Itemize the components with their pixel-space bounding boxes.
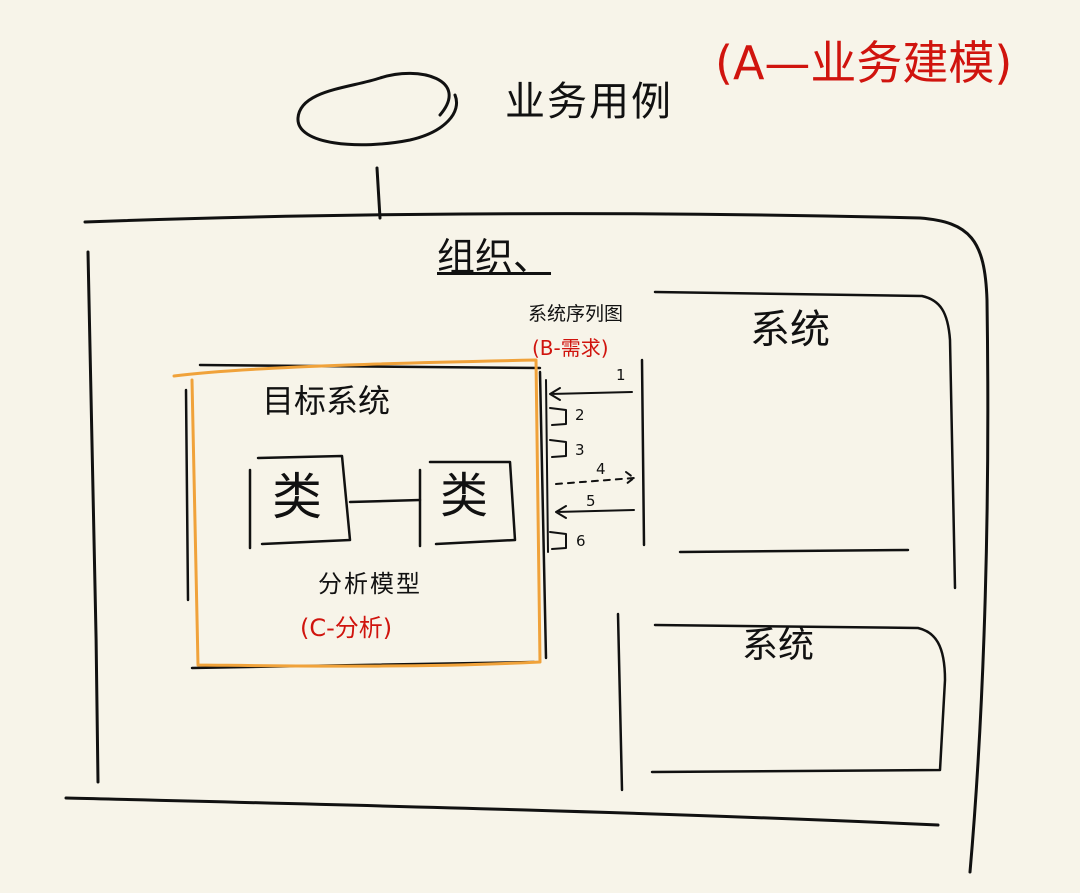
system-label-2: 系统 <box>742 625 815 666</box>
phase-c-annotation: (C-分析) <box>300 614 393 642</box>
message-5 <box>555 505 635 519</box>
phase-b-annotation: (B-需求) <box>532 336 609 360</box>
analysis-model-label: 分析模型 <box>318 570 422 598</box>
business-use-case-label: 业务用例 <box>505 79 673 125</box>
seq-lifeline-right <box>640 358 646 547</box>
message-2 <box>549 407 567 426</box>
system-box-2 <box>616 612 947 792</box>
message-3 <box>549 439 567 458</box>
message-number-1: 1 <box>616 366 626 384</box>
use-case-ellipse <box>296 71 458 147</box>
sequence-diagram-label: 系统序列图 <box>528 303 624 325</box>
message-number-3: 3 <box>575 441 585 459</box>
use-case-connector <box>375 166 382 220</box>
organization-boundary-left <box>86 250 100 784</box>
phase-a-annotation: (A—业务建模) <box>715 36 1013 90</box>
analysis-highlight-box <box>172 358 542 668</box>
class-box-1 <box>248 454 352 550</box>
organization-boundary-bottom <box>64 796 940 827</box>
system-box-1 <box>653 290 957 590</box>
message-6 <box>549 531 567 550</box>
target-system-label: 目标系统 <box>262 382 391 420</box>
organization-label: 组织、 <box>437 235 552 279</box>
message-1 <box>549 387 633 401</box>
system-label-1: 系统 <box>750 307 830 353</box>
organization-boundary-top <box>83 212 990 874</box>
message-number-5: 5 <box>586 492 596 510</box>
class-box-2 <box>418 460 517 548</box>
message-number-2: 2 <box>575 406 585 424</box>
message-number-4: 4 <box>596 460 606 478</box>
class-label-1: 类 <box>272 468 322 526</box>
target-system-box <box>184 363 548 670</box>
class-label-2: 类 <box>440 468 489 524</box>
message-number-6: 6 <box>576 532 586 550</box>
class-association <box>348 498 422 504</box>
message-4 <box>555 471 635 485</box>
seq-lifeline-left <box>545 379 549 553</box>
